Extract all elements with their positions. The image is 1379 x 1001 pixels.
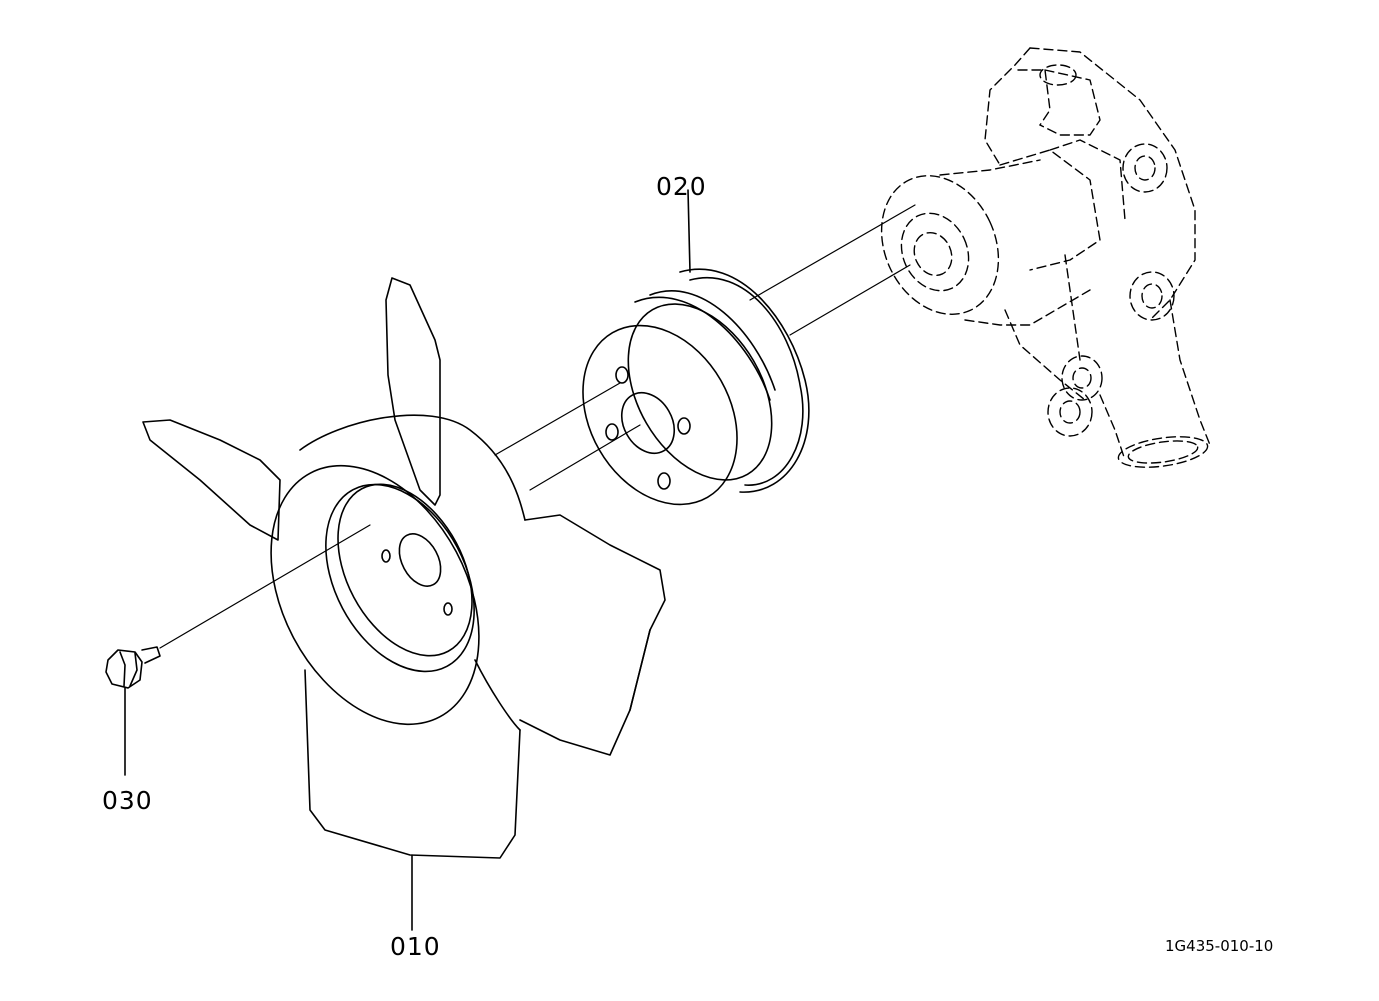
flange-bolt — [105, 646, 161, 776]
pulley-callout-label: 020 — [656, 172, 707, 201]
fan-callout-label: 010 — [390, 932, 441, 961]
pulley — [582, 189, 810, 506]
assembly-guide-lines — [159, 204, 916, 649]
cooling-fan — [142, 277, 666, 931]
water-pump-housing — [880, 47, 1211, 468]
drawing-code: 1G435-010-10 — [1165, 937, 1274, 955]
bolt-callout-label: 030 — [102, 786, 153, 815]
